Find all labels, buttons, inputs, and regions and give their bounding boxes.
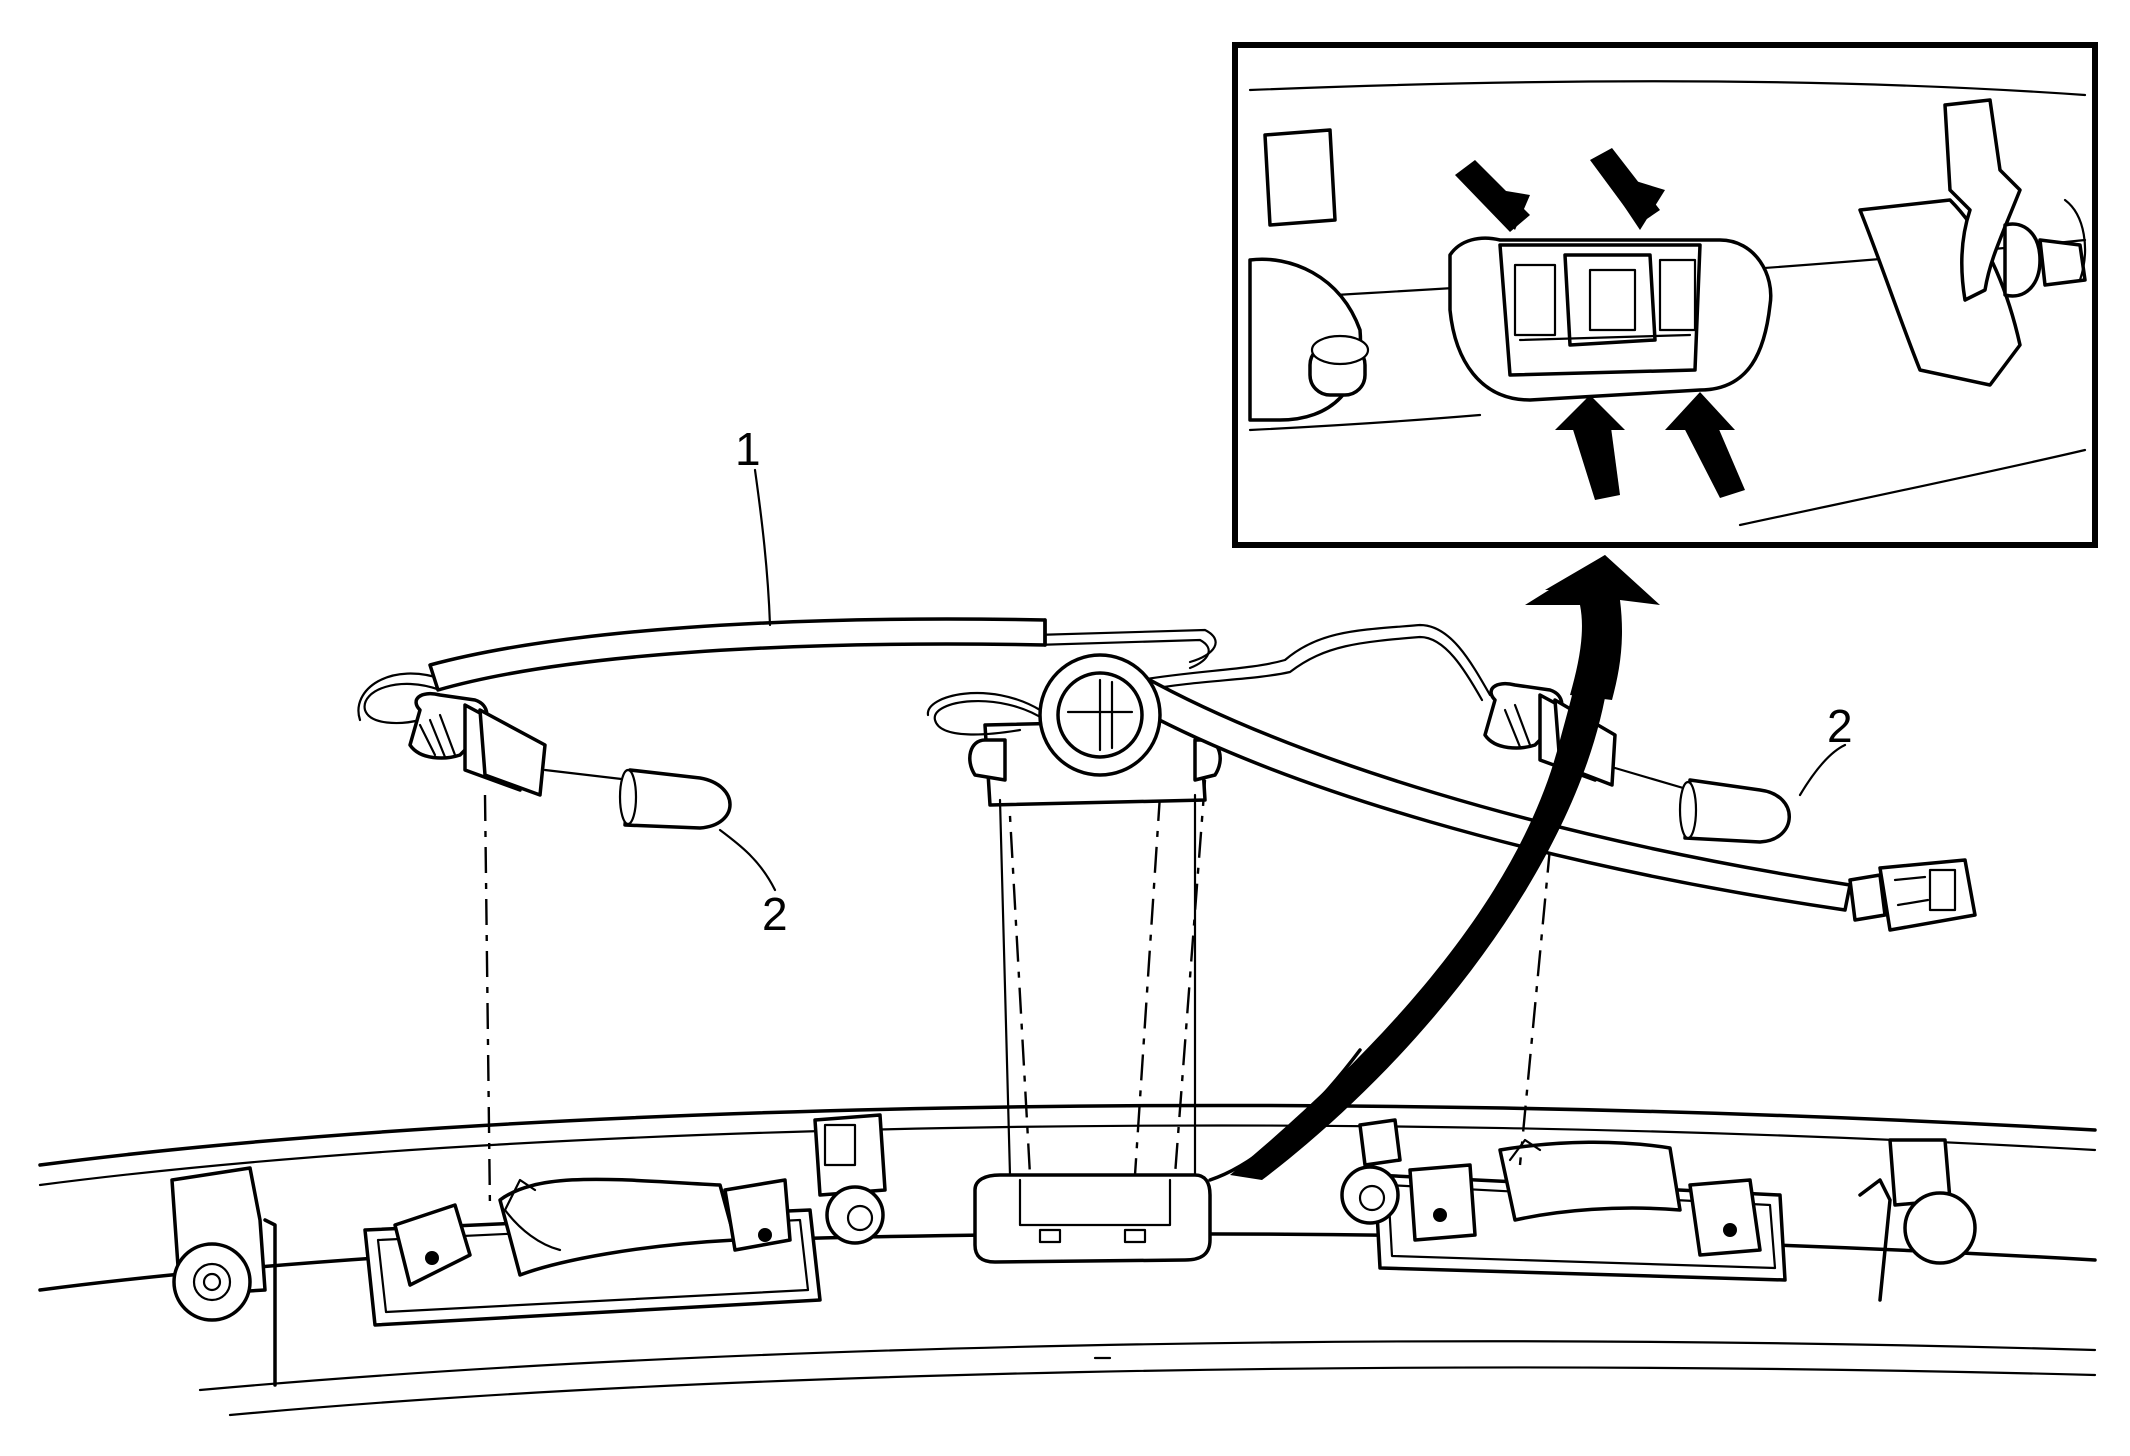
left-lamp-housing xyxy=(363,1113,887,1327)
alignment-guide-lines xyxy=(483,779,1557,1211)
callout-label-bulb-left: 2 xyxy=(762,888,788,940)
wiring-harness-conduit xyxy=(428,617,1852,912)
callout-label-bulb-right: 2 xyxy=(1827,700,1853,752)
left-mounting-bracket xyxy=(170,1166,277,1387)
callout-leader-lines xyxy=(718,468,1847,892)
left-bulb xyxy=(543,768,732,830)
curved-arrow-to-detail-icon xyxy=(1230,555,1660,1180)
center-switch-pocket xyxy=(973,1048,1362,1264)
harness-electrical-connector xyxy=(1848,858,1977,932)
left-bulb-socket xyxy=(408,692,547,797)
harness-wires xyxy=(357,623,1492,736)
right-lamp-housing xyxy=(1340,1118,1787,1282)
detail-inset xyxy=(1232,42,2098,548)
right-bulb xyxy=(1613,766,1791,844)
liftgate-fascia-panel xyxy=(38,1103,2097,1417)
harness-grommet xyxy=(1038,653,1162,777)
right-mounting-bracket xyxy=(1858,1138,1977,1302)
callout-label-harness: 1 xyxy=(735,423,761,475)
